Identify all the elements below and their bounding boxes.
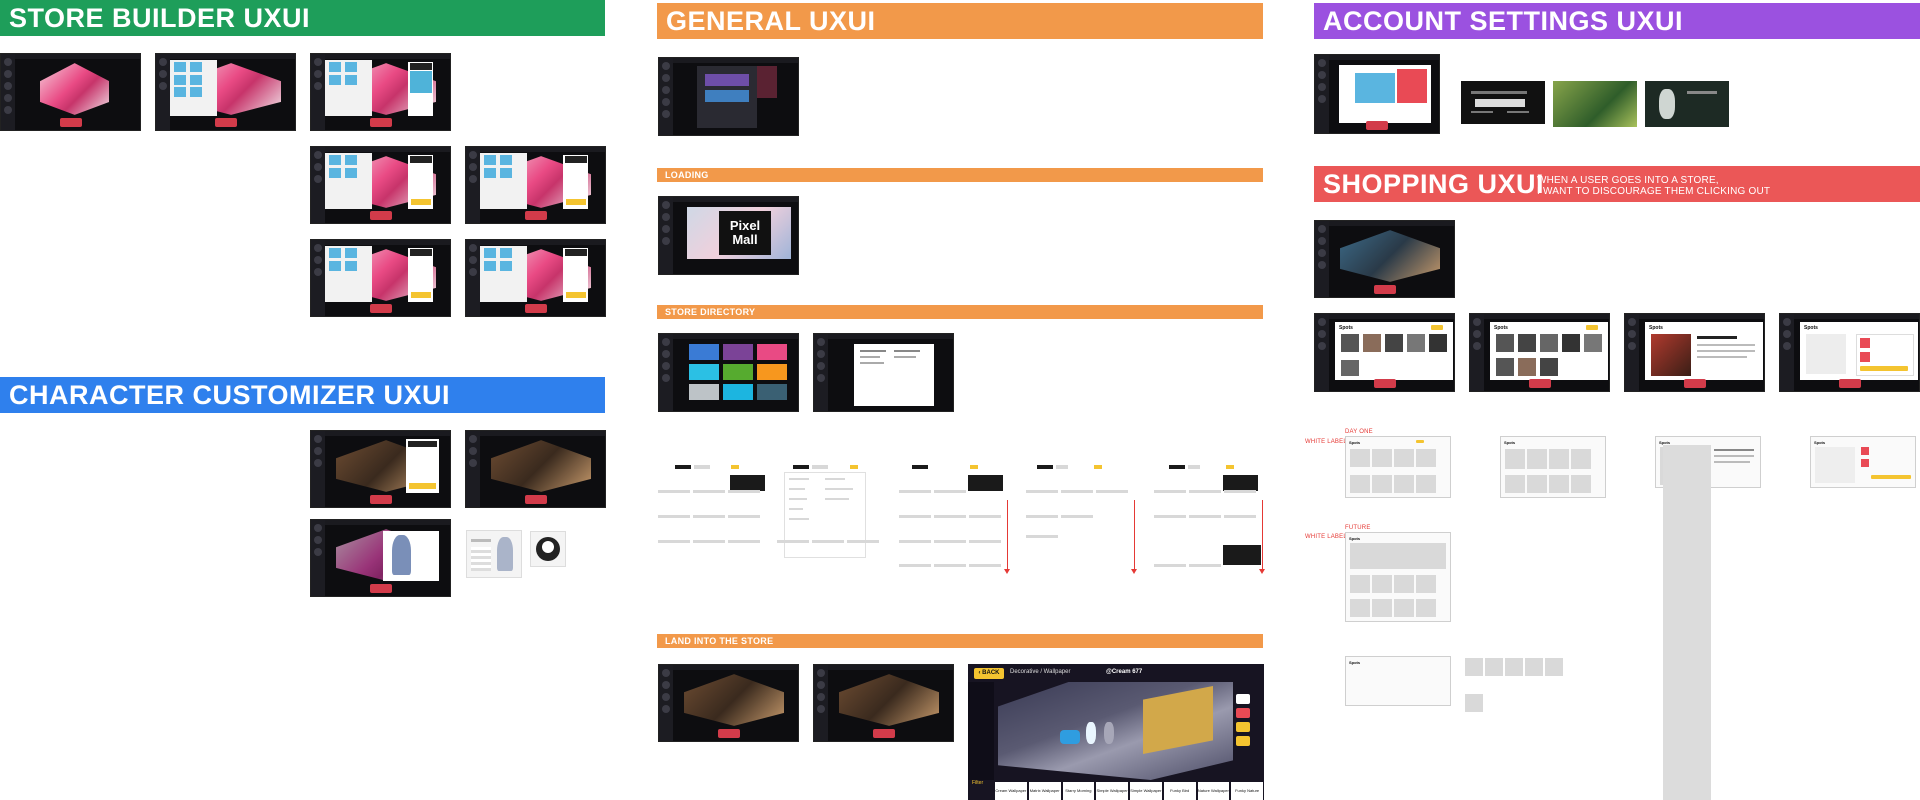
wallpaper-item[interactable]: Funky Nature	[1231, 782, 1263, 800]
account-settings-banner: ACCOUNT SETTINGS UXUI	[1314, 3, 1920, 39]
general-screen	[658, 57, 799, 136]
store-builder-banner: STORE BUILDER UXUI	[0, 0, 605, 36]
character-customizer-banner: CHARACTER CUSTOMIZER UXUI	[0, 377, 605, 413]
store-builder-screen-2	[155, 53, 296, 131]
wireframe-store-name: Spots	[1349, 440, 1361, 445]
back-arrow-icon: ‹	[978, 670, 983, 676]
wireframe-store-name: Spots	[1659, 440, 1671, 445]
account-card-dark	[1461, 81, 1545, 124]
day-one-annotation: DAY ONE	[1345, 429, 1373, 435]
shop-store-name: Spots	[1649, 325, 1663, 331]
directory-wireframes	[657, 460, 1267, 590]
character-screen-1	[310, 430, 451, 508]
shopping-screen-3: Spots	[1624, 313, 1765, 392]
shopping-screen-main	[1314, 220, 1455, 298]
wallpaper-item[interactable]: Nature Wallpaper	[1197, 782, 1230, 800]
character-screen-3	[310, 519, 451, 597]
avatar	[530, 531, 566, 567]
wireframe-cart: Spots	[1810, 436, 1916, 488]
character-screen-2	[465, 430, 606, 508]
wallpaper-item[interactable]: Simple Wallpaper	[1096, 782, 1128, 800]
wireframe-future: Spots	[1345, 532, 1451, 622]
long-scroll-wireframe	[1663, 445, 1711, 800]
store-builder-screen-6	[310, 239, 451, 317]
filter-label[interactable]: Filter	[972, 780, 984, 786]
wireframe-day-one: Spots	[1345, 436, 1451, 498]
land-screen-2	[813, 664, 954, 742]
account-screen	[1314, 54, 1440, 134]
wallpaper-item[interactable]: Starry Morning	[1062, 782, 1095, 800]
wireframe-list: Spots	[1500, 436, 1606, 498]
wireframe-tiles	[1465, 658, 1565, 718]
shop-store-name: Spots	[1804, 325, 1818, 331]
shop-store-name: Spots	[1339, 325, 1353, 331]
loading-logo-line2: Mall	[732, 232, 758, 247]
wallpaper-item[interactable]: Simple Wallpaper	[1130, 782, 1162, 800]
store-builder-screen-5	[465, 146, 606, 224]
store-tag: @Cream 677	[1106, 669, 1143, 675]
shopping-note-line1: WHEN A USER GOES INTO A STORE,	[1537, 175, 1719, 186]
wireframe-empty: Spots	[1345, 656, 1451, 706]
back-button[interactable]: ‹ BACK	[974, 668, 1004, 679]
store-builder-screen-7	[465, 239, 606, 317]
shopping-screen-2: Spots	[1469, 313, 1610, 392]
character-card	[466, 530, 522, 578]
shop-store-name: Spots	[1494, 325, 1508, 331]
wireframe-store-name: Spots	[1504, 440, 1516, 445]
shopping-screen-1: Spots	[1314, 313, 1455, 392]
game-screen: ‹ BACK Decorative / Wallpaper @Cream 677…	[968, 664, 1264, 800]
loading-logo: Pixel Mall	[719, 211, 771, 255]
wallpaper-item[interactable]: Funky Bird	[1163, 782, 1196, 800]
general-banner: GENERAL UXUI	[657, 3, 1263, 39]
shopping-title: SHOPPING UXUI	[1323, 169, 1545, 199]
store-directory-banner: STORE DIRECTORY	[657, 305, 1263, 319]
future-annotation: FUTURE	[1345, 525, 1371, 531]
white-label-annotation-1: WHITE LABEL	[1305, 439, 1347, 445]
wireframe-store-name: Spots	[1349, 536, 1361, 541]
shopping-screen-4: Spots	[1779, 313, 1920, 392]
back-label: BACK	[982, 670, 1000, 676]
wallpaper-item[interactable]: Cream Wallpaper	[995, 782, 1027, 800]
breadcrumb: Decorative / Wallpaper	[1010, 669, 1071, 675]
wallpaper-item[interactable]: Matrix Wallpaper	[1028, 782, 1061, 800]
wallpaper-list: Cream Wallpaper Matrix Wallpaper Starry …	[994, 782, 1264, 800]
loading-logo-line1: Pixel	[729, 218, 761, 233]
account-card-green	[1553, 81, 1637, 127]
land-screen-1	[658, 664, 799, 742]
shopping-banner: SHOPPING UXUI	[1314, 166, 1920, 202]
store-builder-screen-1	[0, 53, 141, 131]
loading-screen: Pixel Mall	[658, 196, 799, 275]
store-directory-screen-1	[658, 333, 799, 412]
store-builder-screen-3	[310, 53, 451, 131]
wireframe-store-name: Spots	[1349, 660, 1361, 665]
shopping-note-line2: I WANT TO DISCOURAGE THEM CLICKING OUT	[1537, 186, 1771, 197]
land-into-store-banner: LAND INTO THE STORE	[657, 634, 1263, 648]
store-directory-screen-2	[813, 333, 954, 412]
loading-banner: LOADING	[657, 168, 1263, 182]
wireframe-store-name: Spots	[1814, 440, 1826, 445]
white-label-annotation-2: WHITE LABEL	[1305, 534, 1347, 540]
store-builder-screen-4	[310, 146, 451, 224]
account-card-character	[1645, 81, 1729, 127]
